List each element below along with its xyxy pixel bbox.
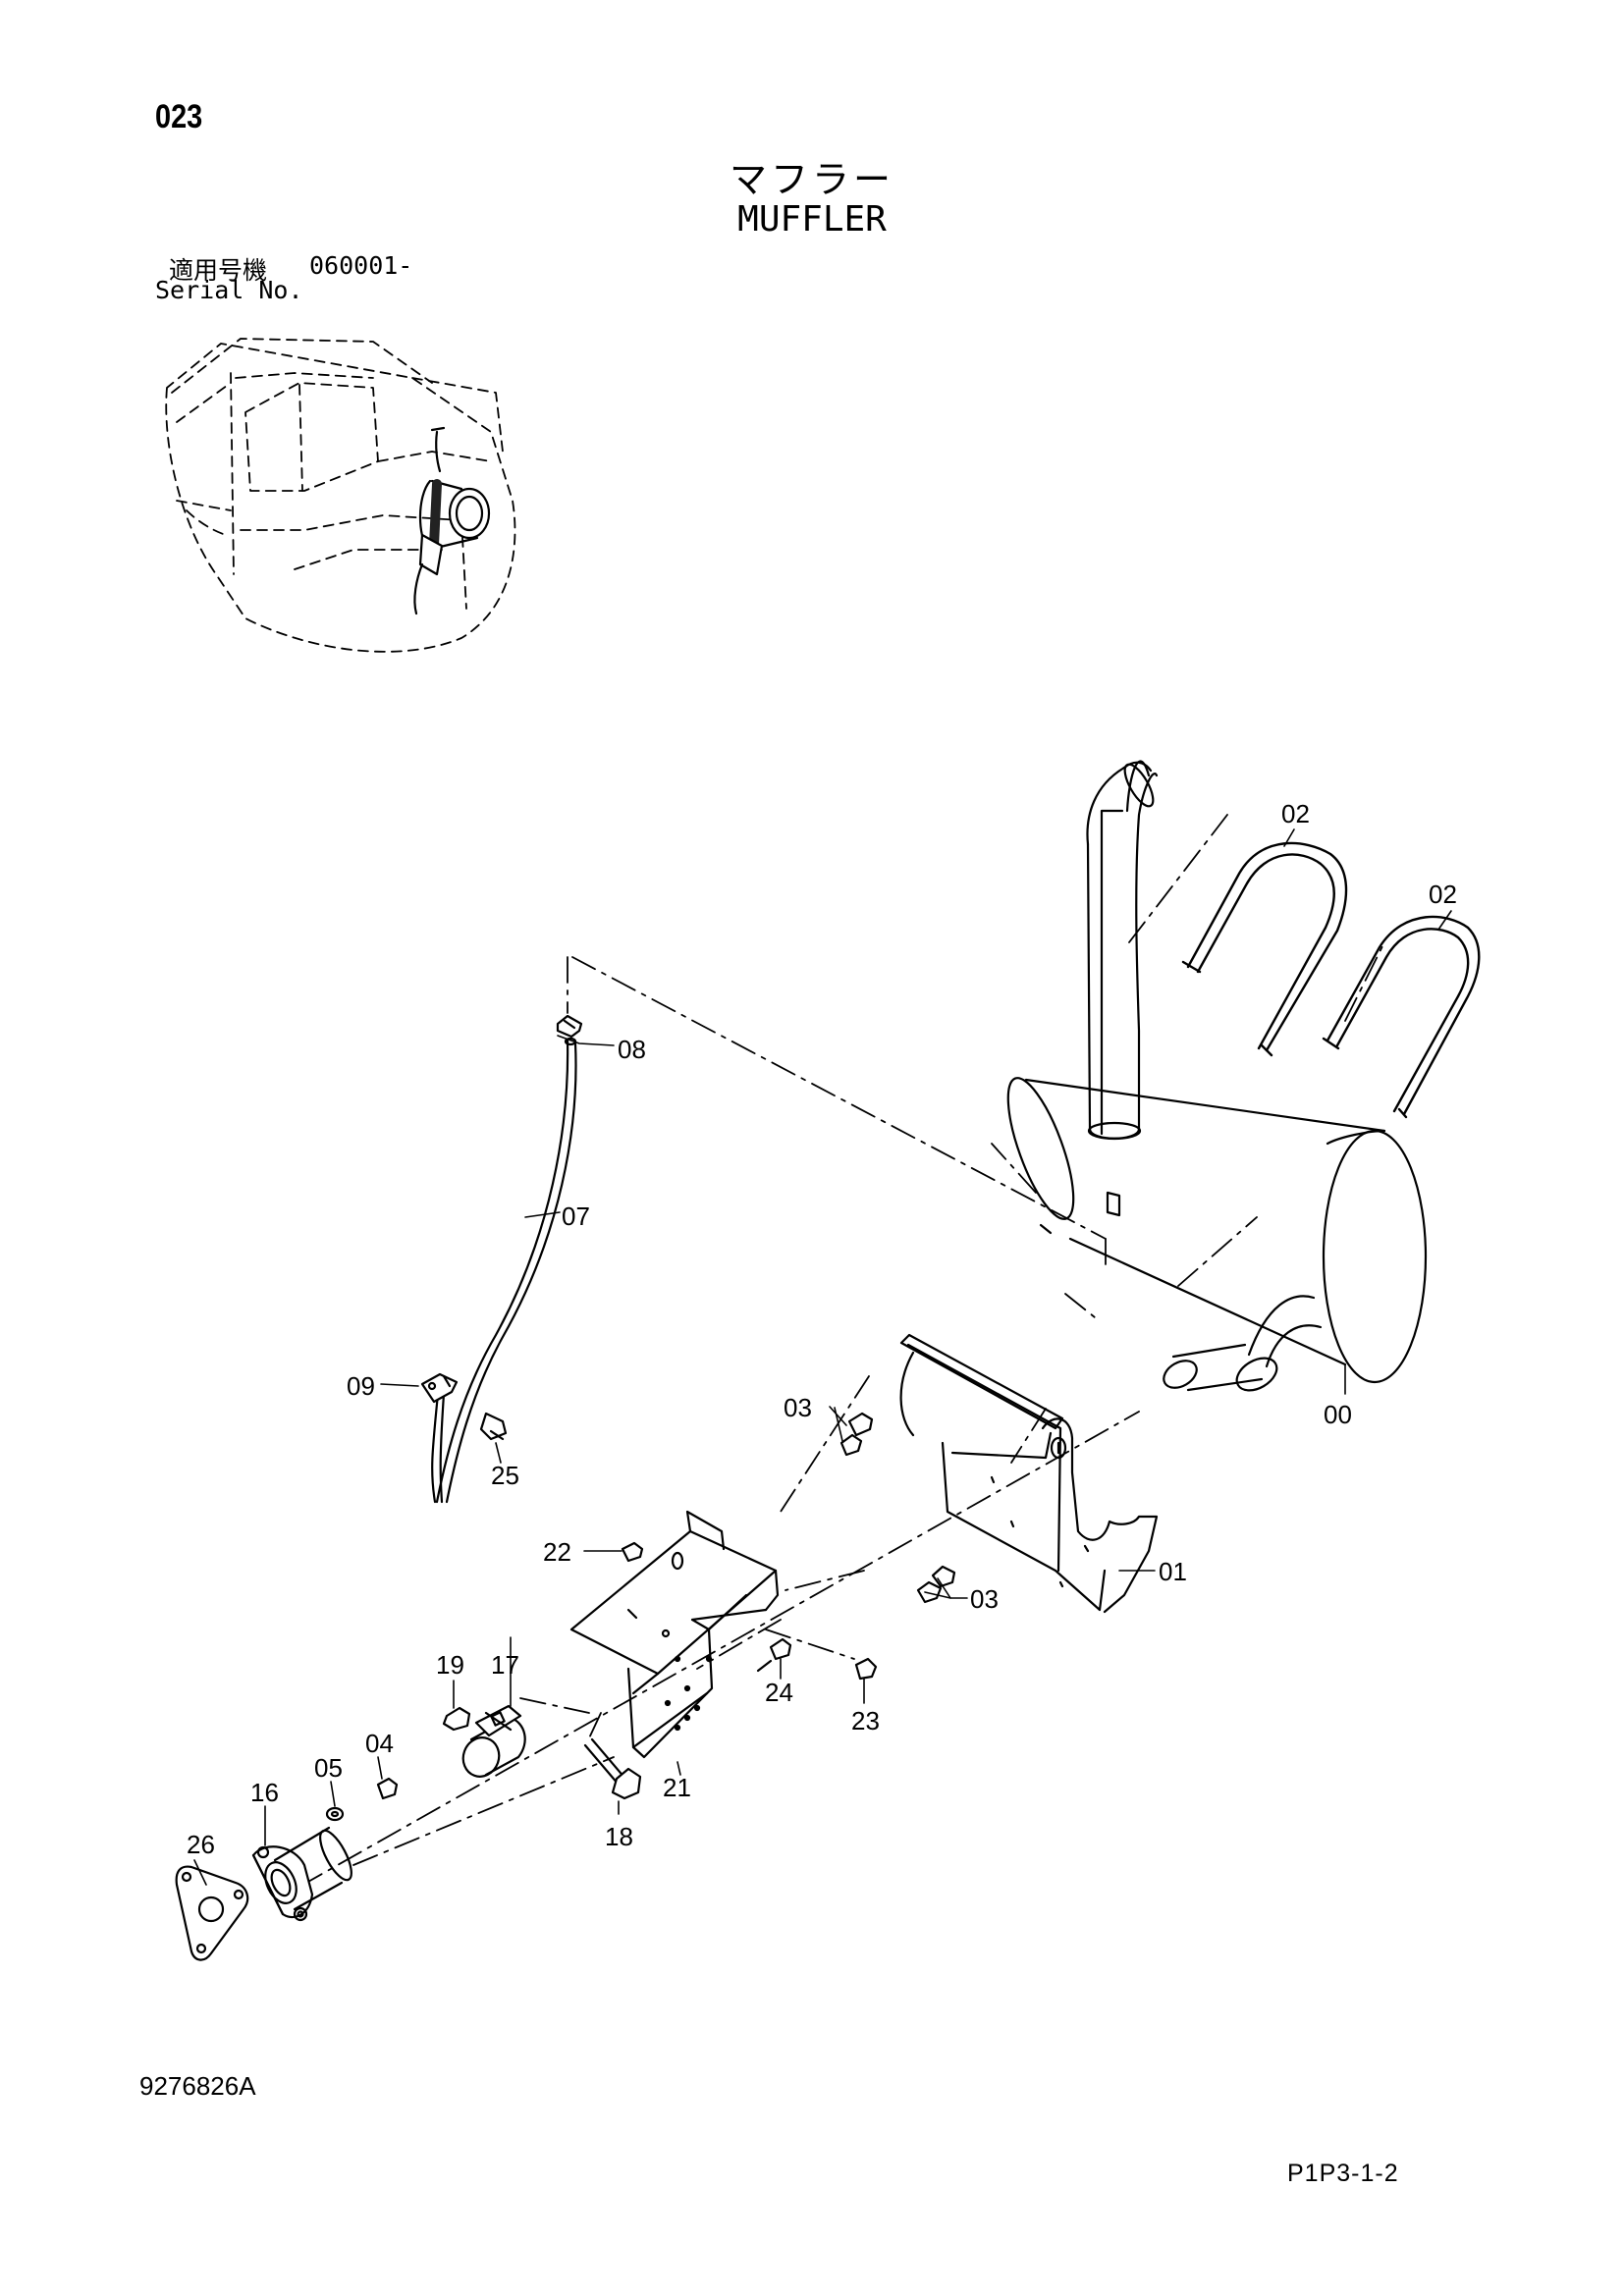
callout-24: 24	[765, 1678, 793, 1707]
callout-23: 23	[851, 1706, 880, 1735]
serial-number-value: 060001-	[309, 251, 413, 280]
assembly-lines	[298, 814, 1385, 1888]
callout-08: 08	[618, 1035, 646, 1064]
callout-04: 04	[365, 1729, 394, 1758]
callout-19: 19	[436, 1650, 464, 1680]
serial-label-english: Serial No.	[155, 276, 303, 304]
page-code: P1P3-1-2	[1287, 2160, 1399, 2187]
callout-00: 00	[1324, 1400, 1352, 1429]
callout-05: 05	[314, 1753, 343, 1783]
callout-02-right: 02	[1429, 880, 1457, 909]
callout-16: 16	[250, 1778, 279, 1807]
gasket	[175, 1865, 249, 1961]
flange-pipe	[251, 1826, 352, 1922]
callout-01: 01	[1159, 1557, 1187, 1586]
callout-21: 21	[663, 1773, 691, 1802]
locator-inset	[165, 338, 516, 653]
callout-03-upper: 03	[784, 1393, 812, 1422]
mounting-bracket	[569, 1510, 780, 1759]
callout-labels: 02 02 08 07 09 03 00 25 22 01 03 19 17 2…	[187, 799, 1457, 1859]
callout-09: 09	[347, 1371, 375, 1401]
page-number: 023	[155, 98, 203, 135]
callout-03-lower: 03	[970, 1584, 999, 1614]
document-code: 9276826A	[139, 2071, 256, 2101]
leader-lines	[193, 828, 1452, 1886]
callout-26: 26	[187, 1830, 215, 1859]
callout-07: 07	[562, 1201, 590, 1231]
callout-25: 25	[491, 1461, 519, 1490]
muffler-body	[1006, 760, 1428, 1392]
callout-22: 22	[543, 1537, 571, 1567]
callout-17: 17	[491, 1650, 519, 1680]
title-japanese: マフラー	[729, 158, 894, 201]
u-bolts	[1181, 841, 1481, 1119]
muffler-bracket	[899, 1333, 1159, 1614]
callout-18: 18	[605, 1822, 633, 1851]
drain-hose	[420, 1014, 583, 1504]
callout-02-left: 02	[1281, 799, 1310, 828]
serial-label-japanese: 適用号機	[169, 256, 268, 285]
fasteners	[325, 1412, 956, 1822]
clamp	[461, 1704, 526, 1778]
title-english: MUFFLER	[737, 199, 887, 240]
